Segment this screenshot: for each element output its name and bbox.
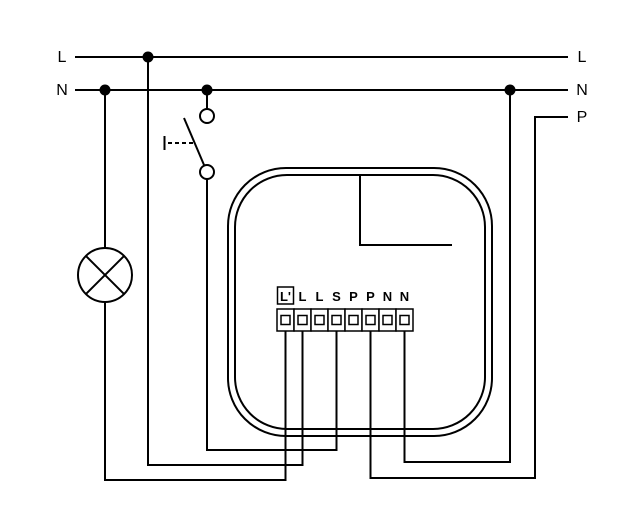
p-label-right: P (577, 109, 588, 126)
device-inner-border (234, 174, 486, 430)
l-label-left: L (58, 49, 67, 66)
terminal-label-p1: P (349, 289, 358, 304)
wire-p-to-terminal (369, 116, 568, 479)
lamp-icon (77, 247, 133, 303)
terminal-label-n2: N (400, 289, 409, 304)
device-outer-border (227, 167, 493, 437)
terminal-label-l2: L (316, 289, 324, 304)
device-faceplate-detail (359, 176, 452, 246)
terminal-block: L' L L S P P N N (276, 286, 414, 332)
terminal-screw (331, 314, 342, 326)
wire-l-to-terminal (147, 57, 304, 466)
terminal-screw (280, 314, 291, 326)
terminal-screw (297, 314, 308, 326)
l-label-right: L (578, 49, 587, 66)
wire-n-right-to-terminal (403, 90, 511, 463)
switch-icon (163, 90, 215, 180)
switch-top-terminal (199, 108, 215, 124)
junction-dots (99, 51, 516, 96)
switch-bottom-terminal (199, 164, 215, 180)
wires (104, 57, 568, 481)
wire-switch-to-s (206, 179, 338, 451)
terminal-screw (314, 314, 325, 326)
terminal-label-lprime: L' (280, 289, 291, 304)
terminal-screw (365, 314, 376, 326)
device-outline (227, 167, 493, 437)
wire-lamp-to-lprime (104, 302, 287, 481)
lamp-cross-2 (85, 255, 125, 295)
lprime-label-box (276, 286, 295, 305)
junction-dot-l (142, 51, 154, 63)
terminal-label-n1: N (383, 289, 392, 304)
n-label-right: N (576, 82, 588, 99)
terminal-label-p2: P (366, 289, 375, 304)
switch-lever (183, 117, 206, 166)
terminal-screw (348, 314, 359, 326)
junction-dot-n-right (504, 84, 516, 96)
terminal-label-l1: L (299, 289, 307, 304)
n-label-left: N (56, 82, 68, 99)
terminal-screw (399, 314, 410, 326)
power-rails (75, 56, 568, 91)
junction-dot-n-lamp (99, 84, 111, 96)
terminal-screw (382, 314, 393, 326)
terminal-label-s: S (332, 289, 341, 304)
